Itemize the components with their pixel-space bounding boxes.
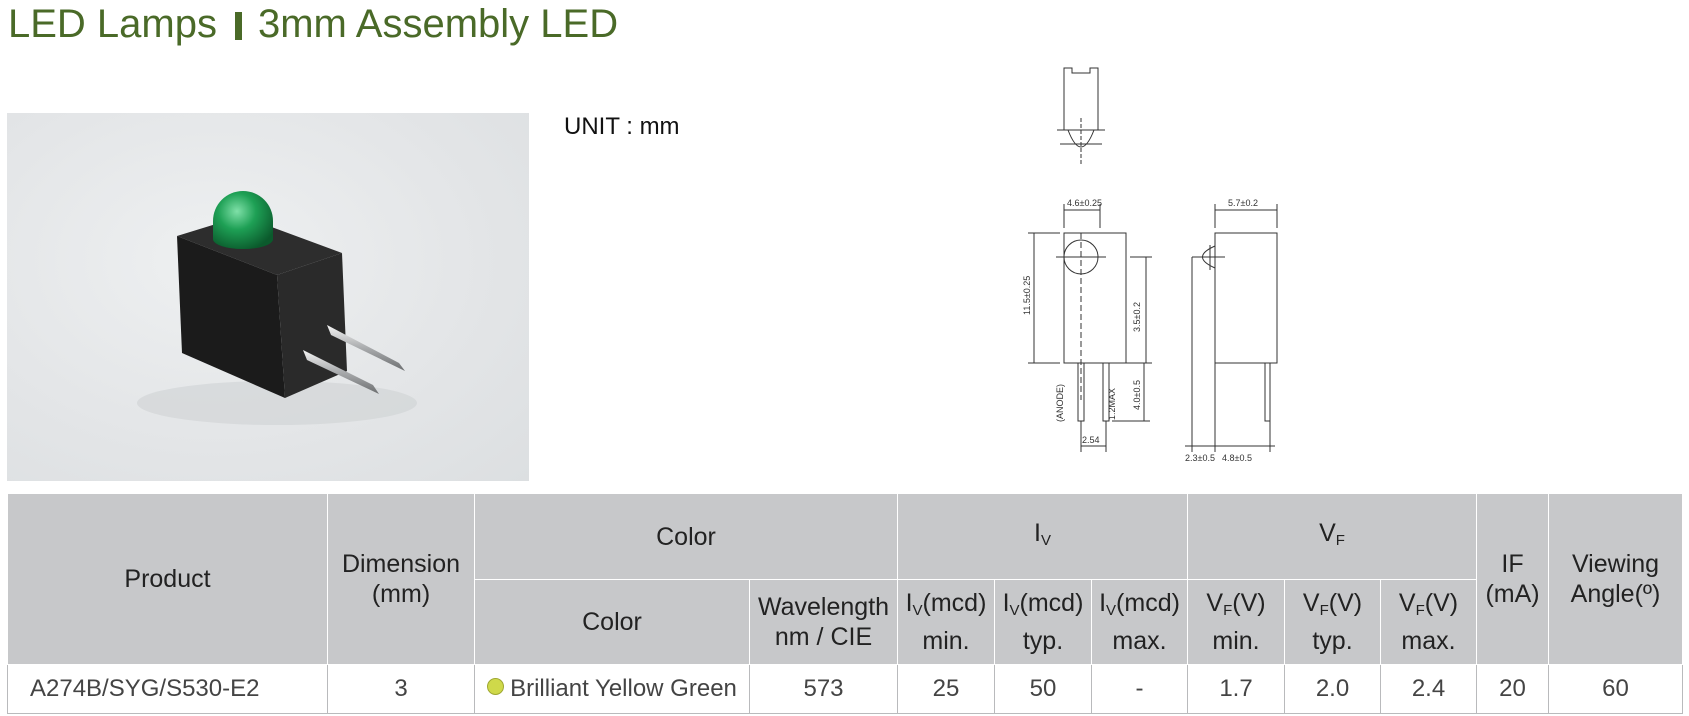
header-iv-typ: IV(mcd)typ. bbox=[994, 579, 1092, 665]
cell-vf-min: 1.7 bbox=[1187, 664, 1286, 714]
spec-table: Product Dimension (mm) Color IV VF IF (m… bbox=[7, 493, 1684, 714]
header-vf-max: VF(V)max. bbox=[1380, 579, 1478, 665]
category-title: LED Lamps bbox=[8, 2, 217, 46]
cell-if: 20 bbox=[1476, 664, 1550, 714]
page-title: LED Lamps 3mm Assembly LED bbox=[8, 2, 618, 47]
dim-side-pin: 4.8±0.5 bbox=[1222, 453, 1252, 463]
led-lamp-image bbox=[137, 191, 417, 425]
header-iv-max: IV(mcd)max. bbox=[1090, 579, 1189, 665]
dim-depth: 5.7±0.2 bbox=[1228, 198, 1258, 208]
dim-pitch: 2.54 bbox=[1082, 435, 1100, 445]
table-row: A274B/SYG/S530-E2 3 Brilliant Yellow Gre… bbox=[7, 664, 1684, 714]
anode-label: (ANODE) bbox=[1055, 384, 1065, 422]
header-vf-group: VF bbox=[1187, 493, 1478, 580]
header-vf-min: VF(V)min. bbox=[1187, 579, 1286, 665]
header-iv-group: IV bbox=[896, 493, 1189, 580]
technical-drawing: 4.6±0.25 11.5±0.25 3.5±0.2 4.0±0.5 (ANOD… bbox=[1022, 67, 1278, 463]
cell-vf-typ: 2.0 bbox=[1284, 664, 1382, 714]
cell-viewing-angle: 60 bbox=[1548, 664, 1684, 714]
dim-offset: 2.3±0.5 bbox=[1185, 453, 1215, 463]
header-dimension: Dimension (mm) bbox=[327, 493, 475, 665]
header-iv-min: IV(mcd)min. bbox=[897, 579, 995, 665]
cell-dimension: 3 bbox=[327, 664, 475, 714]
dim-pin-length: 4.0±0.5 bbox=[1132, 380, 1142, 410]
cell-iv-max: - bbox=[1090, 664, 1189, 714]
dim-height: 11.5±0.25 bbox=[1022, 276, 1032, 315]
header-wavelength: Wavelength nm / CIE bbox=[749, 579, 898, 665]
dim-pin-width: 1.2MAX bbox=[1107, 388, 1117, 420]
cell-color: Brilliant Yellow Green bbox=[474, 664, 750, 714]
header-product: Product bbox=[7, 493, 328, 665]
color-swatch-icon bbox=[487, 678, 505, 695]
header-color-group: Color bbox=[474, 493, 898, 580]
product-line-title: 3mm Assembly LED bbox=[257, 2, 619, 46]
cell-vf-max: 2.4 bbox=[1380, 664, 1478, 714]
header-viewing-angle: Viewing Angle(º) bbox=[1548, 493, 1684, 665]
product-photo bbox=[7, 113, 529, 481]
header-if: IF (mA) bbox=[1476, 493, 1550, 665]
cell-product: A274B/SYG/S530-E2 bbox=[7, 664, 328, 714]
title-separator bbox=[234, 12, 242, 40]
header-vf-typ: VF(V)typ. bbox=[1284, 579, 1382, 665]
cell-wavelength: 573 bbox=[749, 664, 898, 714]
cell-iv-typ: 50 bbox=[994, 664, 1092, 714]
dim-center: 3.5±0.2 bbox=[1132, 302, 1142, 332]
dim-width: 4.6±0.25 bbox=[1067, 198, 1102, 208]
cell-iv-min: 25 bbox=[897, 664, 995, 714]
header-color: Color bbox=[474, 579, 750, 665]
unit-label: UNIT : mm bbox=[564, 113, 680, 140]
dimension-drawing: 4.6±0.25 11.5±0.25 3.5±0.2 4.0±0.5 (ANOD… bbox=[990, 60, 1310, 470]
